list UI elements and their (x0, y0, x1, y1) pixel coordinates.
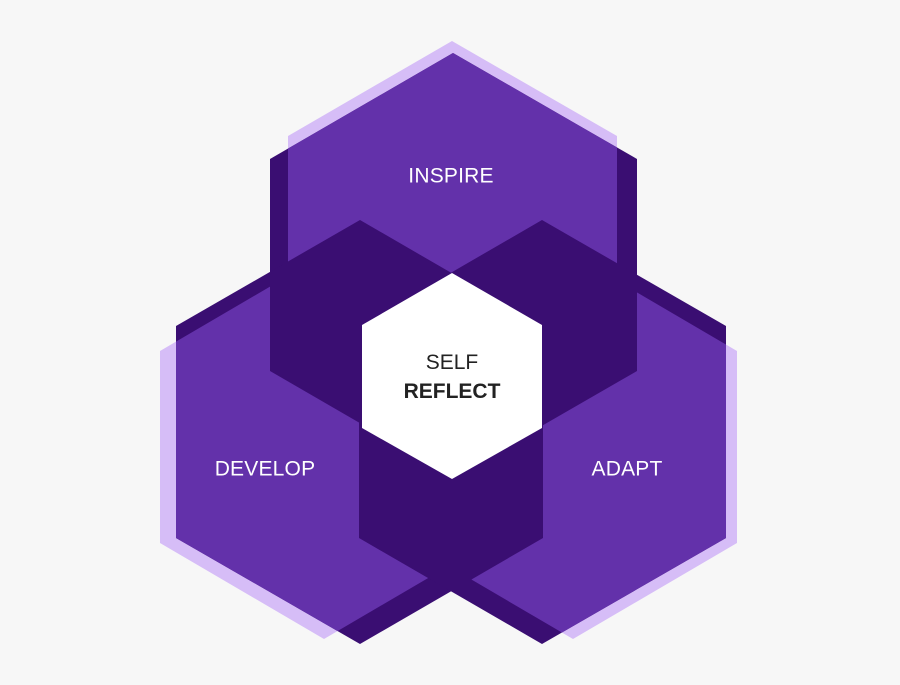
center-label-line1: SELF (425, 351, 479, 374)
petal-label-inspire: INSPIRE (408, 164, 494, 188)
center-label: SELF REFLECT (404, 348, 501, 406)
center-hex (362, 273, 542, 479)
petal-label-develop: DEVELOP (214, 457, 316, 481)
petal-label-adapt: ADAPT (591, 457, 663, 481)
center-label-line2: REFLECT (403, 380, 501, 403)
